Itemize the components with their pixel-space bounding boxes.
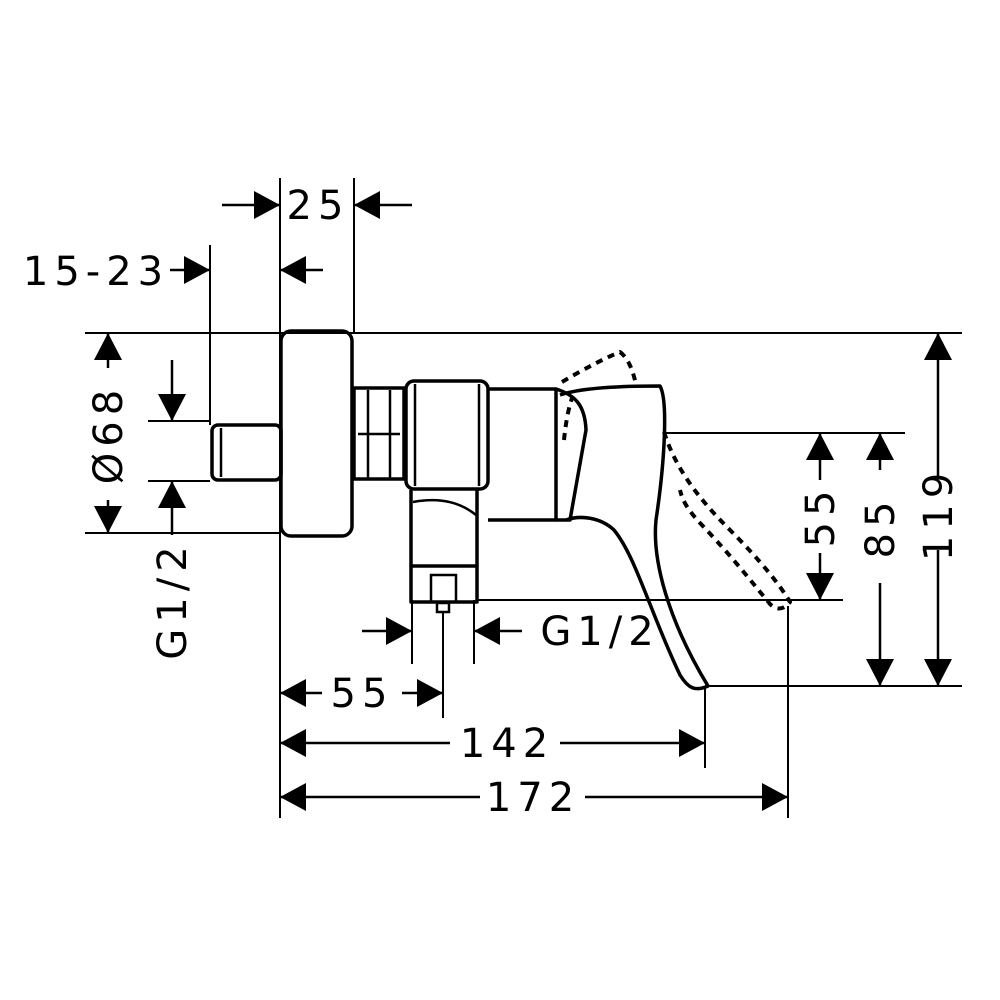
cartridge-body <box>488 387 558 522</box>
arrowheads <box>94 191 952 811</box>
label-85: 85 <box>858 496 904 559</box>
inlet-pipe <box>210 423 283 482</box>
label-25: 25 <box>287 183 350 229</box>
label-55-right: 55 <box>798 485 844 548</box>
lever-alternate-position <box>560 350 792 611</box>
label-172: 172 <box>486 775 580 821</box>
wall-rosette <box>279 329 354 538</box>
label-55-bottom: 55 <box>331 671 394 717</box>
mixer-body <box>210 329 792 691</box>
label-119: 119 <box>916 467 962 561</box>
label-thread-bottom: G1/2 <box>540 609 659 655</box>
label-thread-left: G1/2 <box>150 540 196 659</box>
lever-handle <box>559 384 710 691</box>
label-15-23: 15-23 <box>23 249 169 295</box>
label-142: 142 <box>460 721 554 767</box>
hex-nut <box>352 386 406 481</box>
label-diameter-68: Ø68 <box>86 384 132 484</box>
valve-body <box>404 379 490 491</box>
outlet-fitting <box>409 566 479 604</box>
outlet-neck <box>409 490 479 568</box>
dimension-labels: 25 15-23 Ø68 G1/2 G1/2 55 142 172 55 85 … <box>23 183 962 821</box>
lever-collar <box>555 387 588 522</box>
